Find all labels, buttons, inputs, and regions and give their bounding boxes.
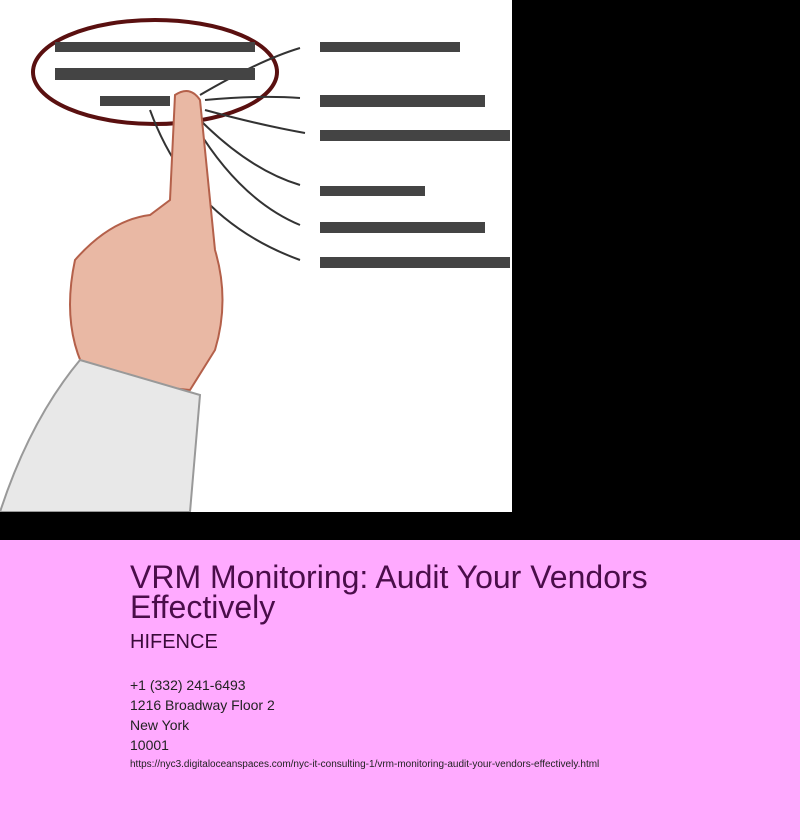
hero-section xyxy=(0,0,512,513)
zip-code: 10001 xyxy=(130,737,169,753)
contact-details: +1 (332) 241-6493 1216 Broadway Floor 2 … xyxy=(130,677,275,757)
company-name: HIFENCE xyxy=(130,631,218,653)
phone-number: +1 (332) 241-6493 xyxy=(130,677,246,693)
article-url-link[interactable]: https://nyc3.digitaloceanspaces.com/nyc-… xyxy=(130,759,600,770)
hero-illustration-hand-pointing xyxy=(0,0,512,513)
street-address: 1216 Broadway Floor 2 xyxy=(130,697,275,713)
article-info: VRM Monitoring: Audit Your Vendors Effec… xyxy=(0,540,800,840)
page-title: VRM Monitoring: Audit Your Vendors Effec… xyxy=(130,559,648,625)
city: New York xyxy=(130,717,190,733)
